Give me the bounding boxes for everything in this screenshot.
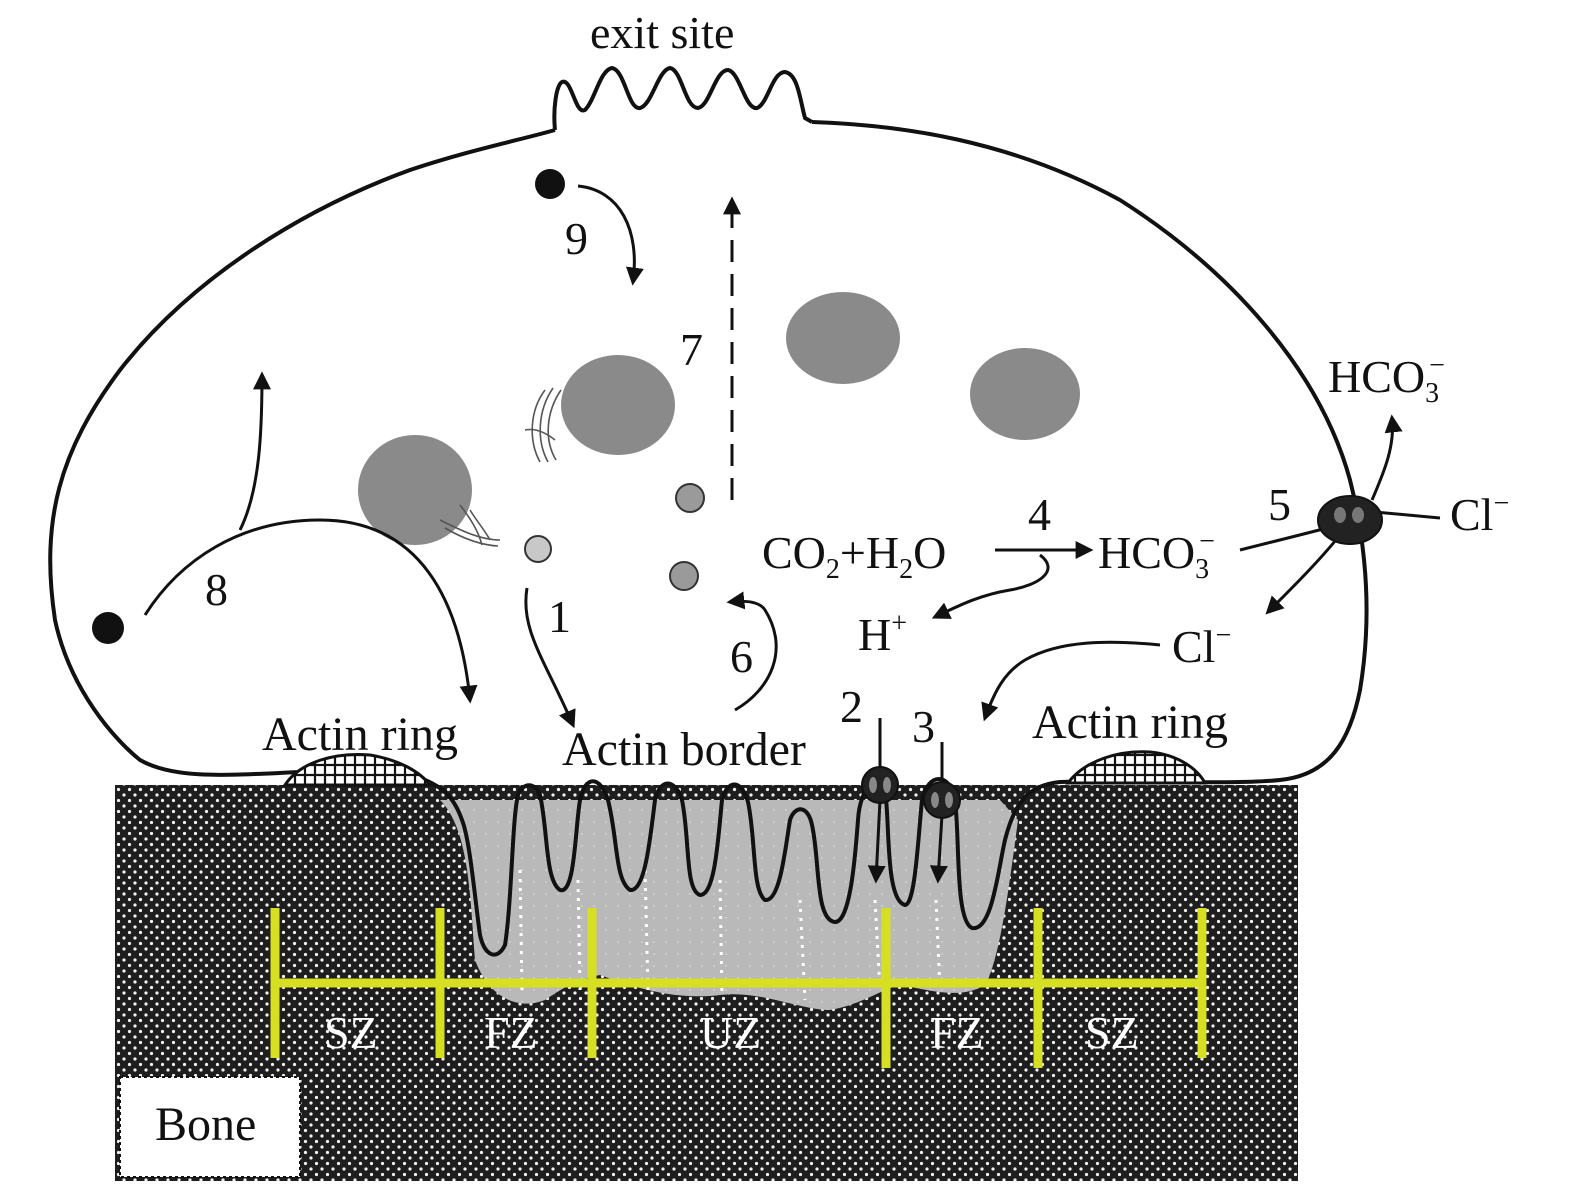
zone-label-uz: UZ [700, 1007, 761, 1058]
bicarbonate-outside-label: HCO3− [1328, 350, 1445, 409]
step-number-4: 4 [1028, 489, 1051, 540]
step-number-2: 2 [840, 681, 863, 732]
vesicle [675, 483, 705, 513]
transport-arrows [143, 184, 1441, 884]
proton-label: H+ [858, 608, 907, 660]
resorption-lacuna [440, 800, 1018, 1010]
bone-label: Bone [155, 1098, 256, 1151]
proton-pump-right [923, 781, 961, 819]
proton-pump-left [861, 766, 899, 804]
nucleus [358, 435, 472, 545]
zone-label-fz-left: FZ [484, 1007, 538, 1058]
exit-site-ruffle [552, 65, 813, 131]
step-number-9: 9 [565, 213, 588, 264]
step-number-1: 1 [548, 591, 571, 642]
actin-ring-left-label: Actin ring [262, 708, 458, 761]
zone-bars [270, 908, 1207, 1068]
black-particle [92, 612, 124, 644]
black-particle [535, 169, 565, 199]
actin-border-label: Actin border [562, 723, 806, 776]
vesicle [524, 535, 552, 563]
step-numbers: 1 2 3 4 5 6 7 8 9 [205, 213, 1291, 752]
bicarbonate-chloride-exchanger [1317, 495, 1383, 545]
chloride-inside-label: Cl− [1172, 620, 1231, 672]
bone-label-box: Bone [119, 1076, 301, 1178]
bicarbonate-inside-label: HCO3− [1098, 526, 1215, 585]
step-number-7: 7 [680, 324, 703, 375]
step-number-3: 3 [912, 701, 935, 752]
zone-label-sz-right: SZ [1085, 1007, 1139, 1058]
zone-label-fz-right: FZ [930, 1007, 984, 1058]
reaction-co2-h2o: CO2+H2O [762, 527, 946, 585]
nucleus [970, 348, 1080, 440]
step-number-6: 6 [730, 631, 753, 682]
golgi-apparatus [439, 387, 562, 547]
actin-ring-right-label: Actin ring [1032, 696, 1228, 749]
nucleus [786, 292, 900, 384]
nucleus [561, 355, 675, 455]
chloride-outside-label: Cl− [1450, 488, 1509, 540]
step-number-5: 5 [1268, 479, 1291, 530]
vesicles [524, 483, 705, 591]
zone-label-sz-left: SZ [324, 1007, 378, 1058]
step-number-8: 8 [205, 564, 228, 615]
zone-labels: SZ FZ UZ FZ SZ [324, 1007, 1139, 1058]
exit-site-label: exit site [590, 7, 734, 58]
actin-ring-right [1065, 750, 1208, 785]
nuclei [358, 292, 1080, 545]
vesicle [669, 561, 699, 591]
actin-ring-left [282, 752, 434, 787]
